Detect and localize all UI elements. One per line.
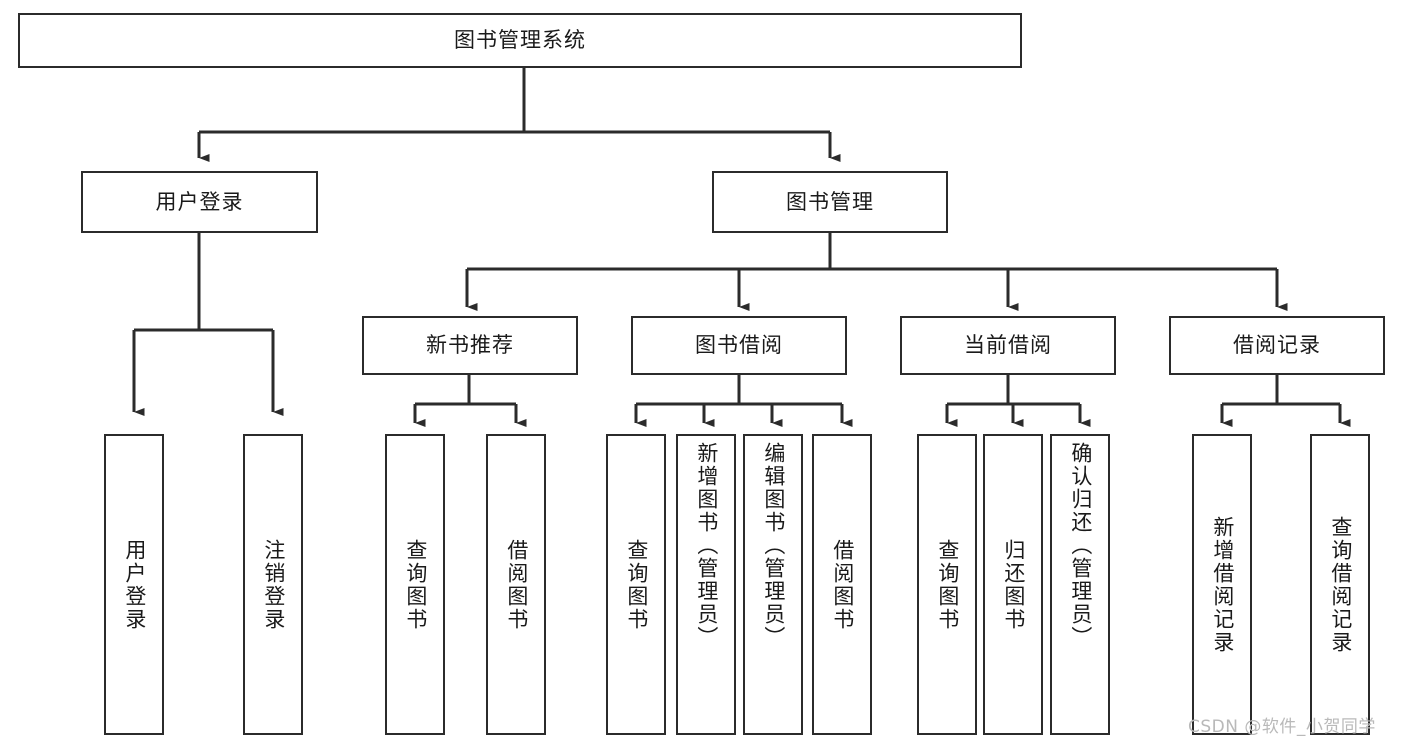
leaf-logout[interactable]: 注销登录 — [243, 434, 303, 735]
leaf-query-record-label: 查询借阅记录 — [1328, 515, 1353, 654]
leaf-add-record-label: 新增借阅记录 — [1210, 515, 1235, 654]
node-borrow-record-label: 借阅记录 — [1233, 333, 1321, 358]
node-root[interactable]: 图书管理系统 — [18, 13, 1022, 68]
leaf-edit-book[interactable]: 编辑图书（管理员） — [743, 434, 803, 735]
node-root-label: 图书管理系统 — [454, 28, 586, 53]
node-book-borrow[interactable]: 图书借阅 — [631, 316, 847, 375]
leaf-borrow-book-2-label: 借阅图书 — [830, 538, 855, 631]
csdn-watermark: CSDN @软件_小贺同学 — [1188, 717, 1376, 737]
node-user-login[interactable]: 用户登录 — [81, 171, 318, 233]
leaf-user-login-label: 用户登录 — [122, 538, 147, 631]
node-borrow-record[interactable]: 借阅记录 — [1169, 316, 1385, 375]
leaf-logout-label: 注销登录 — [261, 538, 286, 631]
leaf-return-book[interactable]: 归还图书 — [983, 434, 1043, 735]
leaf-user-login[interactable]: 用户登录 — [104, 434, 164, 735]
node-new-book-recommend-label: 新书推荐 — [426, 333, 514, 358]
leaf-query-book-3-label: 查询图书 — [935, 538, 960, 631]
node-current-borrow[interactable]: 当前借阅 — [900, 316, 1116, 375]
leaf-add-record[interactable]: 新增借阅记录 — [1192, 434, 1252, 735]
leaf-edit-book-label: 编辑图书（管理员） — [761, 442, 786, 649]
leaf-query-book-2[interactable]: 查询图书 — [606, 434, 666, 735]
node-current-borrow-label: 当前借阅 — [964, 333, 1052, 358]
leaf-borrow-book-1[interactable]: 借阅图书 — [486, 434, 546, 735]
leaf-confirm-return-label: 确认归还（管理员） — [1068, 442, 1093, 649]
leaf-query-record[interactable]: 查询借阅记录 — [1310, 434, 1370, 735]
leaf-query-book-1-label: 查询图书 — [403, 538, 428, 631]
node-user-login-label: 用户登录 — [155, 189, 244, 214]
leaf-borrow-book-2[interactable]: 借阅图书 — [812, 434, 872, 735]
node-book-management[interactable]: 图书管理 — [712, 171, 948, 233]
node-book-management-label: 图书管理 — [786, 189, 874, 214]
node-new-book-recommend[interactable]: 新书推荐 — [362, 316, 578, 375]
leaf-borrow-book-1-label: 借阅图书 — [504, 538, 529, 631]
leaf-confirm-return[interactable]: 确认归还（管理员） — [1050, 434, 1110, 735]
leaf-add-book-label: 新增图书（管理员） — [694, 442, 719, 649]
leaf-query-book-1[interactable]: 查询图书 — [385, 434, 445, 735]
leaf-return-book-label: 归还图书 — [1001, 538, 1026, 631]
leaf-query-book-2-label: 查询图书 — [624, 538, 649, 631]
node-book-borrow-label: 图书借阅 — [695, 333, 783, 358]
leaf-add-book[interactable]: 新增图书（管理员） — [676, 434, 736, 735]
leaf-query-book-3[interactable]: 查询图书 — [917, 434, 977, 735]
